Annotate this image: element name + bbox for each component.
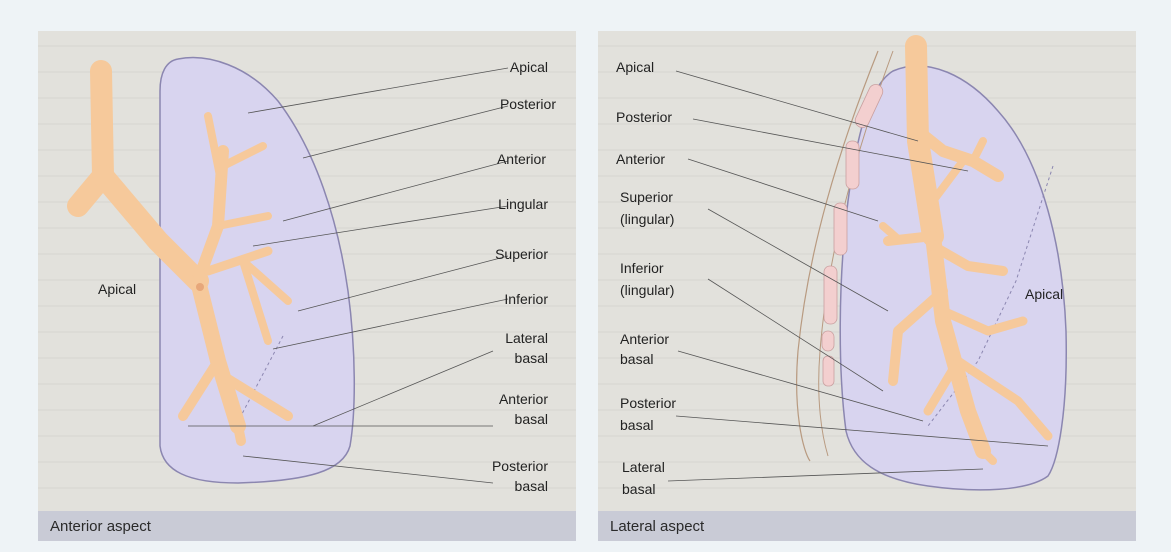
label-posterior-basal-1: Posterior [492,456,548,476]
label-inferior-2: (lingular) [620,280,674,300]
label-anterior-basal-2: basal [620,349,653,369]
label-anterior: Anterior [497,149,546,169]
label-posterior-basal-2: basal [515,476,548,496]
label-lateral-basal-2: basal [515,348,548,368]
label-lingular: Lingular [498,194,548,214]
label-posterior-basal-2: basal [620,415,653,435]
label-anterior-basal-1: Anterior [620,329,669,349]
caption-bar: Lateral aspect [598,511,1136,541]
label-inferior-1: Inferior [620,258,664,278]
label-side-apical: Apical [1025,284,1063,304]
label-apical: Apical [616,57,654,77]
label-anterior-basal-2: basal [515,409,548,429]
label-lateral-basal-1: Lateral [505,328,548,348]
label-anterior: Anterior [616,149,665,169]
label-superior: Superior [495,244,548,264]
label-anterior-basal-1: Anterior [499,389,548,409]
anterior-aspect-panel: Apical Posterior Anterior Lingular Super… [38,31,576,541]
right-lung-outline [840,66,1066,490]
label-posterior: Posterior [616,107,672,127]
label-superior-1: Superior [620,187,673,207]
label-apical: Apical [510,57,548,77]
caption-lateral-aspect: Lateral aspect [610,518,704,535]
caption-bar: Anterior aspect [38,511,576,541]
label-posterior-basal-1: Posterior [620,393,676,413]
label-inferior: Inferior [504,289,548,309]
label-lateral-basal-1: Lateral [622,457,665,477]
label-posterior: Posterior [500,94,556,114]
label-superior-2: (lingular) [620,209,674,229]
label-lateral-basal-2: basal [622,479,655,499]
caption-anterior-aspect: Anterior aspect [50,518,151,535]
apical-marker [196,283,204,291]
label-side-apical: Apical [98,279,136,299]
lateral-aspect-panel: Apical Posterior Anterior Superior (ling… [598,31,1136,541]
